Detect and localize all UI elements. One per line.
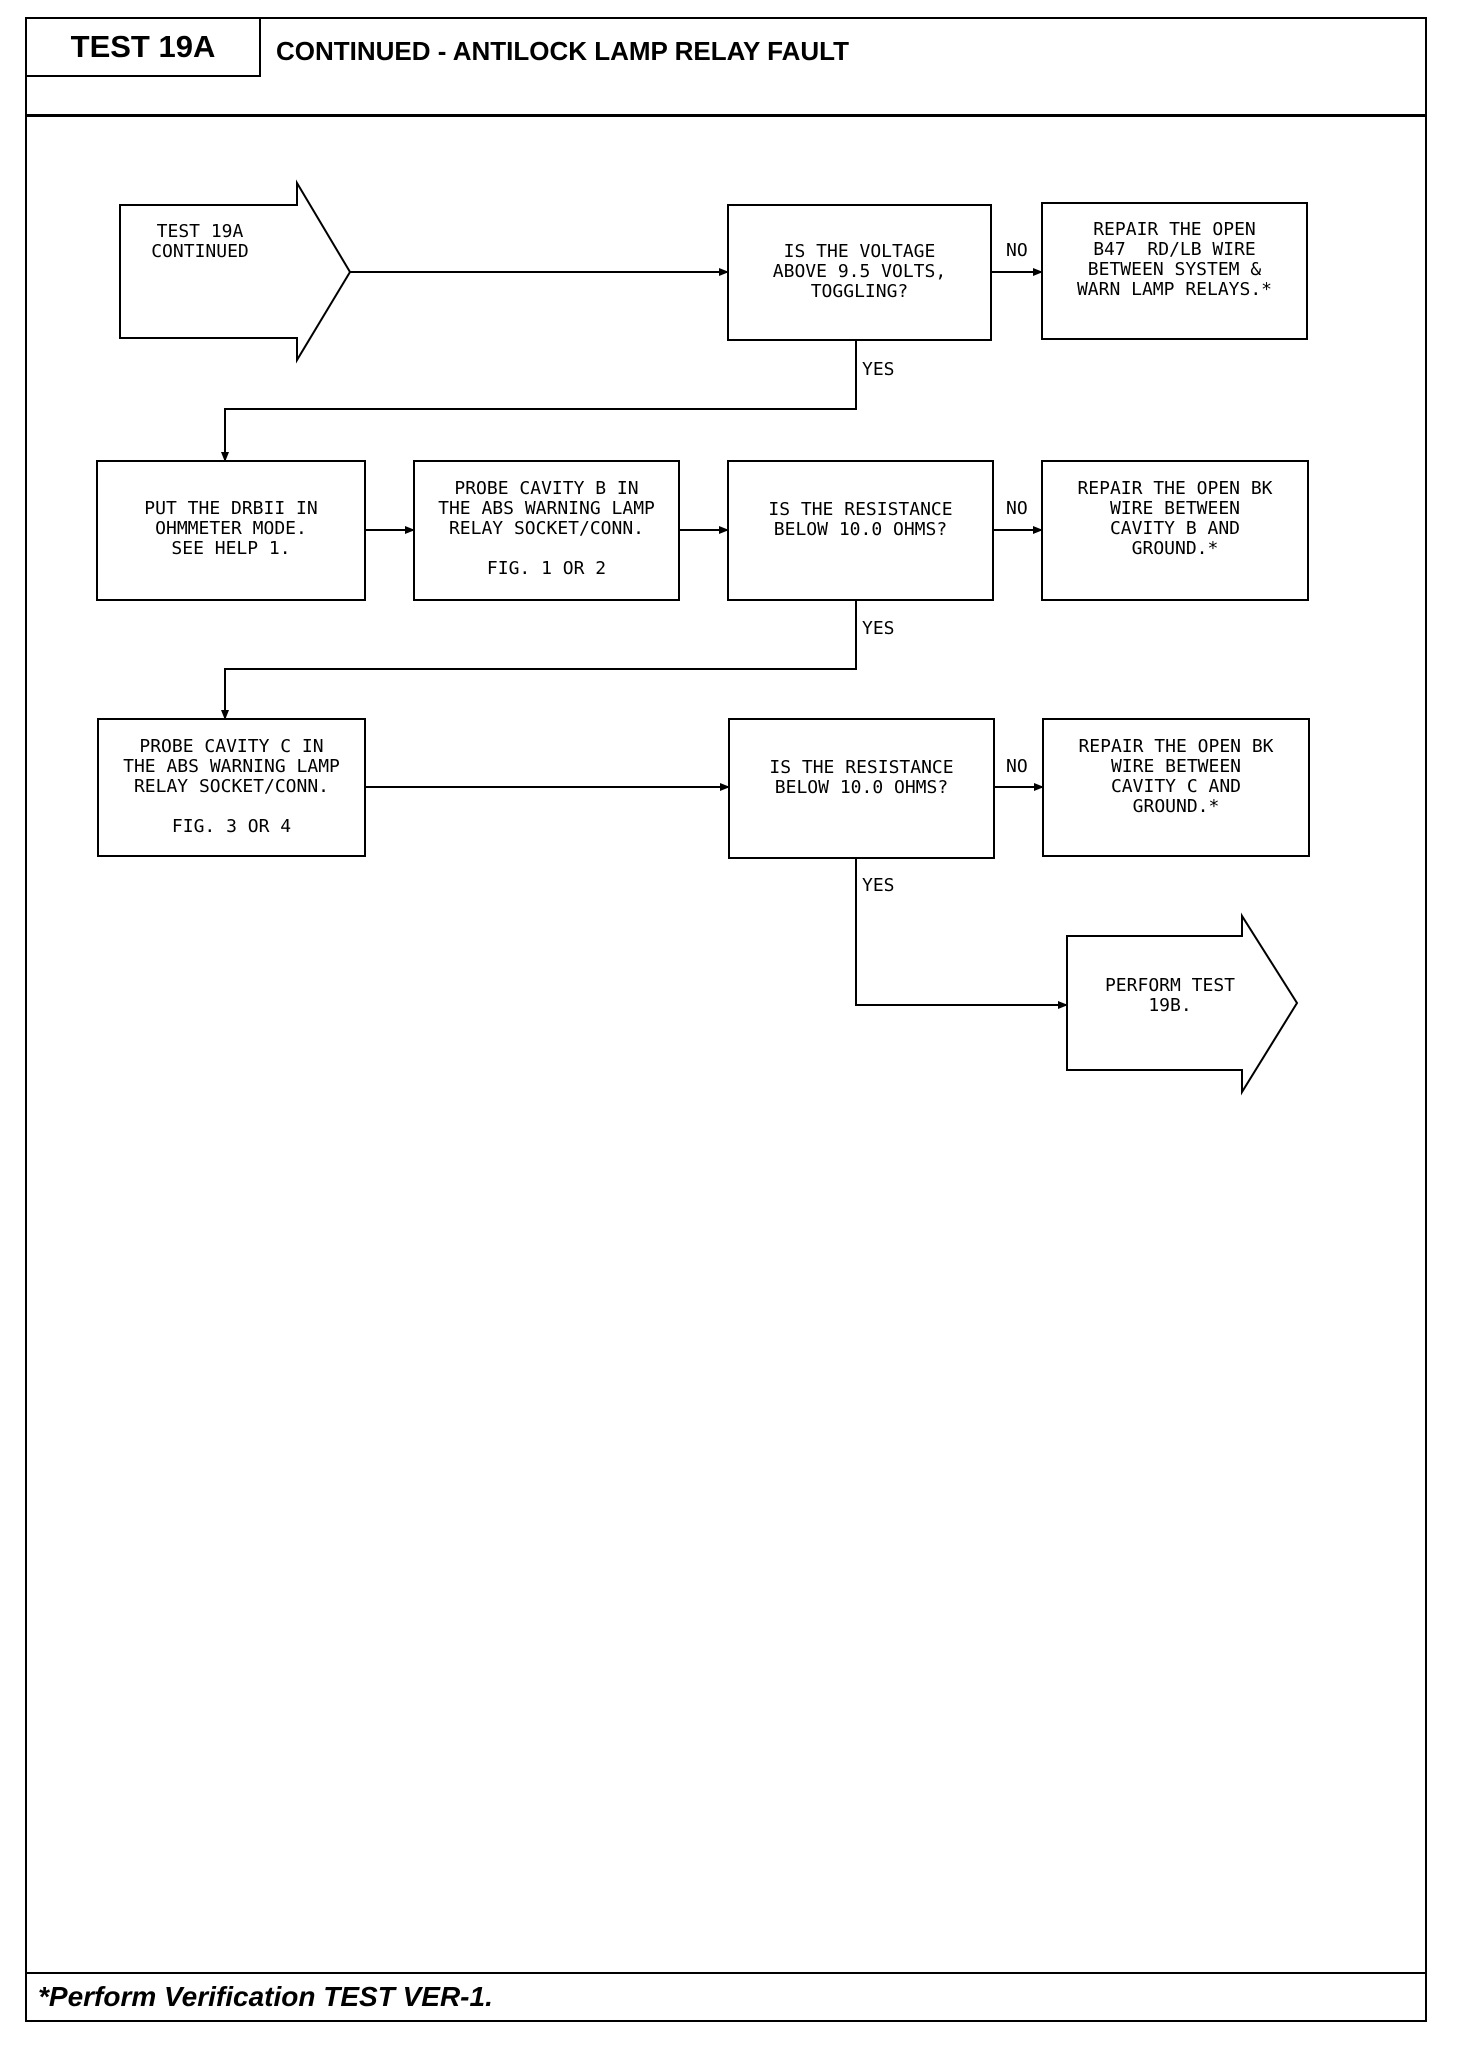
repair-cavity-c-text: REPAIR THE OPEN BK WIRE BETWEEN CAVITY C…: [1078, 736, 1274, 817]
resistance-question-2-text: IS THE RESISTANCE BELOW 10.0 OHMS?: [769, 757, 954, 798]
edge-label-yes: YES: [862, 875, 895, 896]
edge-label-no: NO: [1006, 756, 1028, 777]
probe-cavity-c-text: PROBE CAVITY C IN THE ABS WARNING LAMP R…: [123, 736, 340, 837]
edge-label-yes: YES: [862, 618, 895, 639]
end-arrow-shape: [1066, 912, 1299, 1096]
start-arrow-label: TEST 19A CONTINUED: [151, 221, 249, 262]
connector-resistance-2-yes: [855, 858, 1068, 1009]
footer-note: *Perform Verification TEST VER-1.: [38, 1981, 493, 2012]
put-drbii-text: PUT THE DRBII IN OHMMETER MODE. SEE HELP…: [144, 498, 318, 559]
page-title: CONTINUED - ANTILOCK LAMP RELAY FAULT: [276, 36, 849, 66]
connector-voltage-yes: [221, 340, 857, 462]
connector-resistance-1-yes: [221, 600, 857, 720]
edge-label-yes: YES: [862, 359, 895, 380]
repair-cavity-b-text: REPAIR THE OPEN BK WIRE BETWEEN CAVITY B…: [1077, 478, 1273, 559]
test-id-box: TEST 19A: [25, 17, 261, 77]
resistance-question-1-text: IS THE RESISTANCE BELOW 10.0 OHMS?: [768, 499, 953, 540]
start-arrow-shape: [119, 179, 352, 364]
footer-bar: [25, 1972, 1427, 2022]
edge-label-no: NO: [1006, 240, 1028, 261]
voltage-question-text: IS THE VOLTAGE ABOVE 9.5 VOLTS, TOGGLING…: [772, 241, 947, 302]
end-arrow-label: PERFORM TEST 19B.: [1104, 975, 1236, 1016]
edge-label-no: NO: [1006, 498, 1028, 519]
test-id: TEST 19A: [70, 29, 216, 64]
repair-b47-text: REPAIR THE OPEN B47 RD/LB WIRE BETWEEN S…: [1076, 219, 1273, 300]
probe-cavity-b-text: PROBE CAVITY B IN THE ABS WARNING LAMP R…: [438, 478, 655, 579]
